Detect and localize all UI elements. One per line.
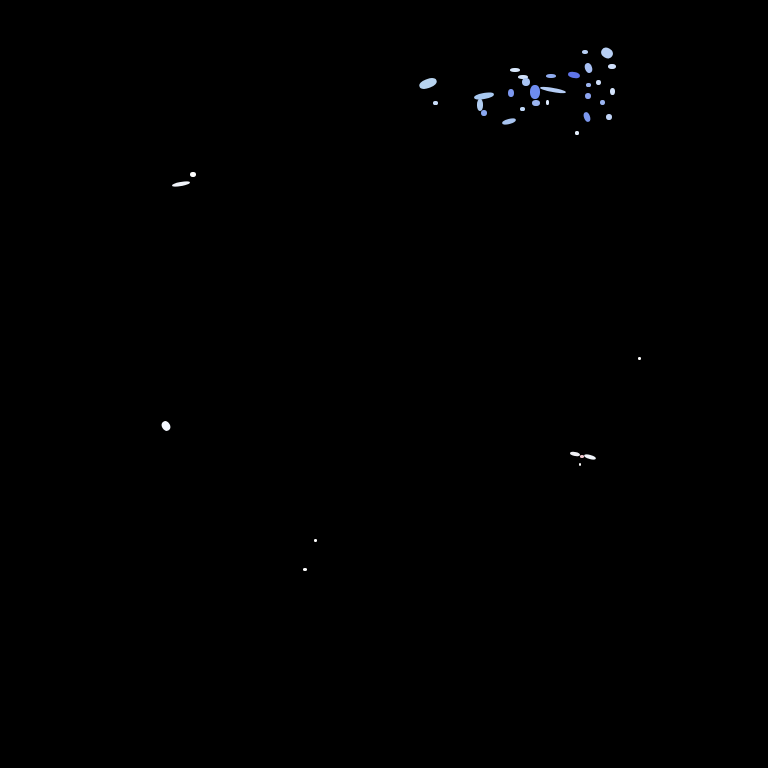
- speckle: [530, 85, 540, 99]
- speckle: [580, 455, 584, 458]
- speckle: [608, 64, 616, 69]
- speckle: [160, 419, 172, 433]
- speckle: [473, 91, 495, 101]
- speckle: [579, 463, 581, 466]
- speckle: [610, 88, 615, 95]
- speckle: [522, 78, 530, 86]
- speckle: [314, 539, 317, 542]
- speckle: [586, 83, 591, 87]
- speckle: [567, 71, 581, 79]
- speckle: [582, 50, 588, 54]
- speckle: [583, 62, 594, 74]
- speckle: [171, 180, 191, 188]
- speckle: [599, 45, 615, 61]
- speckle: [596, 80, 601, 85]
- speckle: [477, 99, 483, 111]
- speckle: [303, 568, 307, 571]
- speckle: [546, 100, 549, 105]
- speckle: [501, 117, 517, 126]
- speckle: [481, 110, 487, 116]
- speckle: [433, 101, 438, 105]
- speckle: [510, 68, 520, 72]
- speckle: [546, 74, 556, 78]
- speckle: [606, 114, 612, 120]
- speckle: [532, 100, 540, 106]
- speckle: [600, 100, 605, 105]
- speckle: [575, 131, 579, 135]
- speckle: [638, 357, 641, 360]
- speckle: [582, 111, 592, 123]
- speckle: [583, 453, 597, 461]
- speckle: [190, 172, 196, 177]
- speckle: [539, 85, 567, 95]
- speckle: [569, 451, 581, 457]
- speckle: [418, 76, 438, 91]
- speckle: [585, 93, 591, 99]
- speckle: [518, 75, 528, 79]
- speckle: [520, 107, 525, 111]
- speckle: [508, 89, 514, 97]
